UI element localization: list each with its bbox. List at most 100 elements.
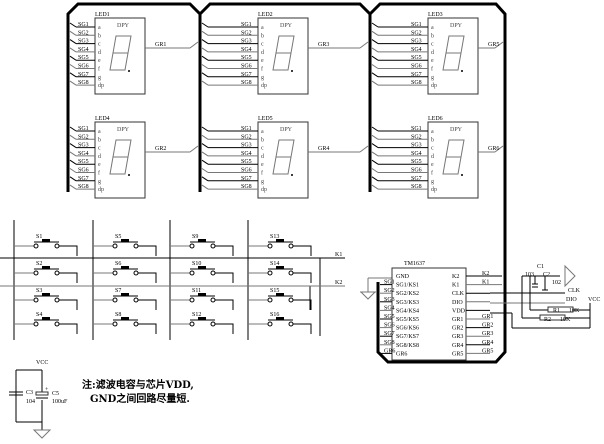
seven-segment-glyph [272,139,295,175]
switch-s14[interactable]: S14 [248,261,312,283]
ic-pin-right: VDD [452,308,466,314]
seg-pin-label: f [431,66,433,73]
ic-pin-right: GR4 [452,343,463,349]
seg-net-label: SG2 [241,30,252,36]
ground-symbol-filter [32,429,52,439]
seg-net-label: SG6 [241,64,252,70]
seg-net-label: SG4 [411,151,422,157]
seg-net-label: SG8 [241,80,252,86]
seg-net-label: SG4 [411,47,422,53]
seg-net-label: SG3 [241,39,252,45]
led-body [257,121,309,199]
seg-pin-label: dp [261,83,267,89]
switch-s10[interactable]: S10 [170,261,234,283]
ic-left-net: SG8 [384,340,395,346]
seg-net-label: SG8 [241,184,252,190]
switch-s12[interactable]: S12 [170,312,234,334]
switch-s11[interactable]: S11 [170,288,234,310]
led-ref: LED4 [95,116,110,122]
ic-left-net: SG6 [384,323,395,329]
decimal-point [291,174,293,176]
seg-net-label: SG6 [78,64,89,70]
switch-s4[interactable]: S4 [14,312,78,334]
ic-pin-right: GR5 [452,351,463,357]
decimal-point [461,70,463,72]
switch-s16[interactable]: S16 [248,312,312,334]
seg-pin-label: b [261,33,264,39]
switch-s1[interactable]: S1 [14,234,78,256]
switch-s7[interactable]: S7 [93,288,157,310]
ic-pin-left: SG1/KS1 [396,283,419,289]
seg-pin-label: b [98,33,101,39]
decimal-point [461,174,463,176]
switch-s9[interactable]: S9 [170,234,234,256]
switch-label: S6 [115,261,121,267]
ic-pin-right: K1 [452,283,459,289]
c3-value: 104 [26,399,35,405]
seg-pin-label: a [98,25,101,31]
ic-pin-right: GR2 [452,326,463,332]
grid-net-label: GR1 [155,42,166,48]
seg-pin-label: d [261,154,264,160]
seg-pin-label: d [261,50,264,56]
seg-pin-label: e [431,162,434,168]
seg-pin-label: dp [98,83,104,89]
ic-left-net: SG7 [384,331,395,337]
seg-pin-label: g [431,75,434,81]
grid-net-label: GR5 [488,42,499,48]
seg-net-label: SG4 [78,47,89,53]
seg-net-label: SG1 [241,22,252,28]
switch-s8[interactable]: S8 [93,312,157,334]
seg-net-label: SG8 [411,184,422,190]
switch-s13[interactable]: S13 [248,234,312,256]
seg-pin-label: c [98,42,101,48]
led-body [427,17,479,95]
seg-net-label: SG6 [78,168,89,174]
seg-pin-label: e [261,162,264,168]
seg-pin-label: f [261,66,263,73]
seg-pin-label: f [98,66,100,73]
led-type-label: DPY [450,127,463,133]
seg-pin-label: g [98,75,101,81]
ic-pin-right: DIO [452,300,463,306]
seven-segment-glyph [272,35,295,71]
r1-ref: R1 [553,308,560,314]
switch-s5[interactable]: S5 [93,234,157,256]
seg-net-label: SG8 [78,184,89,190]
seg-net-label: SG7 [411,176,422,182]
seg-net-label: SG1 [411,22,422,28]
switch-s15[interactable]: S15 [248,288,312,310]
switch-label: S14 [270,261,279,267]
ic-pin-right: CLK [452,291,465,297]
dio-label: DIO [566,297,577,303]
c2-value: 102 [552,280,561,286]
seg-net-label: SG2 [78,30,89,36]
ic-left-net: SG5 [384,314,395,320]
switch-s6[interactable]: S6 [93,261,157,283]
switch-label: S15 [270,288,279,294]
seg-net-label: SG8 [78,80,89,86]
seg-net-label: SG4 [78,151,89,157]
seg-net-label: SG2 [241,134,252,140]
seg-net-label: SG7 [241,176,252,182]
seg-pin-label: dp [98,187,104,193]
seg-pin-label: a [98,129,101,135]
switch-s2[interactable]: S2 [14,261,78,283]
power-filter [9,369,52,439]
seg-pin-label: dp [431,187,437,193]
ic-left-net: SG2 [384,288,395,294]
switch-s3[interactable]: S3 [14,288,78,310]
seg-net-label: SG5 [411,55,422,61]
ic-left-net: SG1 [384,280,395,286]
seg-pin-label: e [98,162,101,168]
vcc-label-right: VCC [588,297,600,303]
seg-pin-label: b [431,137,434,143]
switch-label: S12 [192,312,201,318]
ic-right-net: GR5 [482,348,493,354]
switch-label: S1 [36,234,42,240]
